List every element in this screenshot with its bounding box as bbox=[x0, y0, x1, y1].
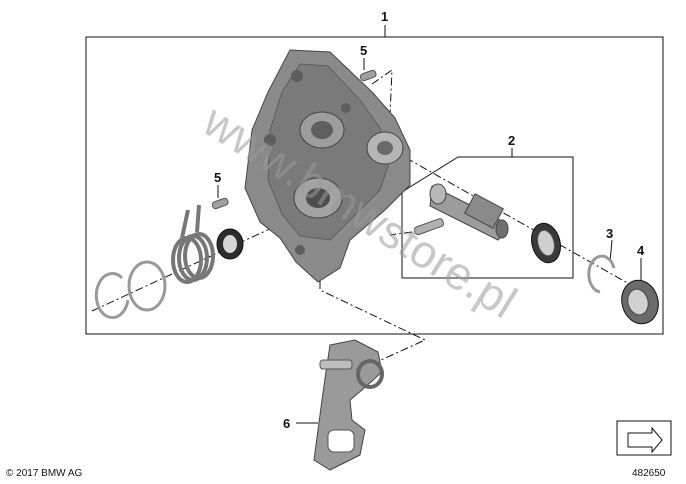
subassembly-frame bbox=[401, 156, 574, 279]
shift-bracket bbox=[313, 339, 384, 471]
callout-4: 4 bbox=[637, 243, 645, 258]
callout-5-left: 5 bbox=[214, 170, 221, 185]
callout-3: 3 bbox=[606, 226, 613, 241]
callout-2: 2 bbox=[508, 133, 515, 148]
circlip-left-2 bbox=[94, 272, 130, 320]
circlip-left-1 bbox=[127, 260, 167, 312]
orientation-icon bbox=[616, 420, 672, 456]
callout-1: 1 bbox=[381, 9, 388, 24]
shaft-seal bbox=[216, 228, 244, 260]
callout-5-top: 5 bbox=[360, 43, 367, 58]
dowel-pin-left bbox=[211, 197, 229, 210]
axis-left bbox=[91, 214, 301, 312]
copyright-text: © 2017 BMW AG bbox=[6, 468, 83, 479]
shaft-seal-right bbox=[621, 279, 659, 325]
callout-6: 6 bbox=[283, 416, 290, 431]
needle-bearing bbox=[531, 222, 561, 264]
assembly-frame bbox=[85, 36, 664, 335]
housing-part bbox=[244, 49, 411, 283]
leader-3 bbox=[609, 239, 613, 263]
shaft-pin bbox=[413, 218, 445, 236]
shift-shaft bbox=[429, 183, 509, 241]
torsion-spring bbox=[171, 204, 215, 284]
diagram-number: 482650 bbox=[632, 468, 666, 479]
axis-pin-small bbox=[389, 231, 413, 236]
dowel-pin-top bbox=[359, 69, 377, 82]
circlip-right bbox=[587, 254, 616, 294]
